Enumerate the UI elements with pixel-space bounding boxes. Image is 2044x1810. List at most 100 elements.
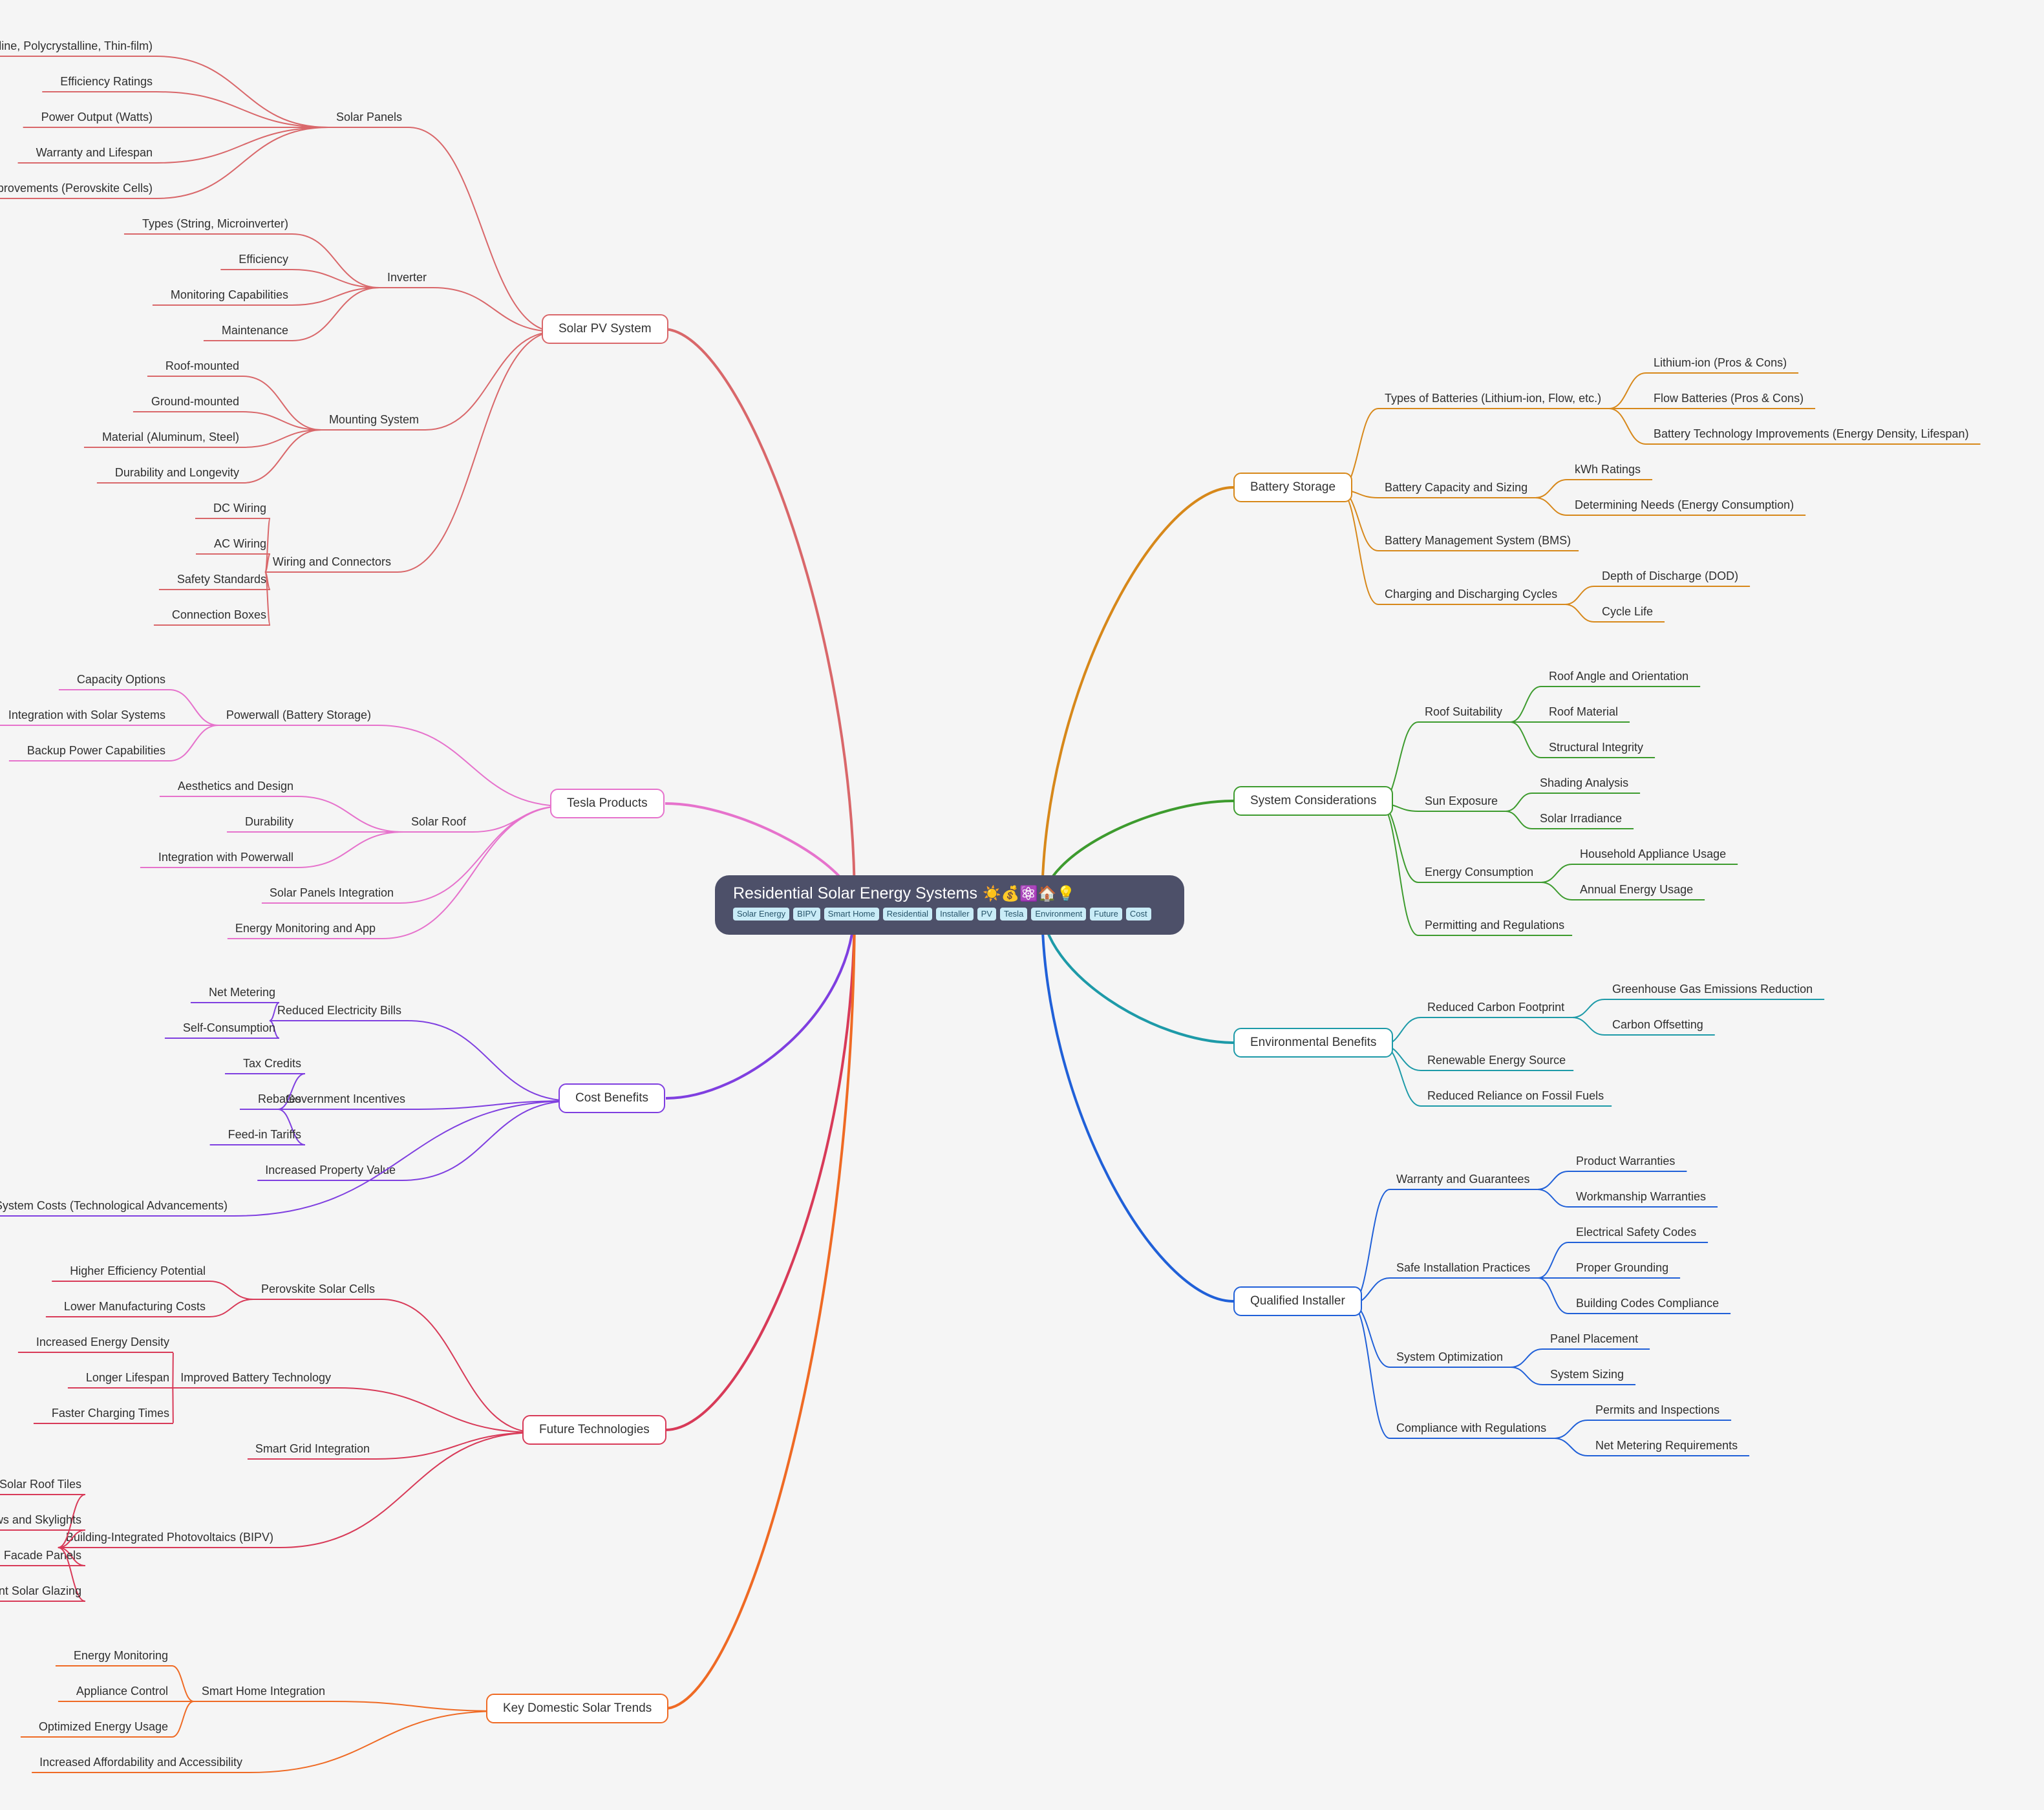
leaf-label[interactable]: Durability and Longevity bbox=[115, 466, 239, 479]
leaf-label[interactable]: Lower Manufacturing Costs bbox=[64, 1300, 206, 1313]
subtopic-label[interactable]: Reduced Carbon Footprint bbox=[1427, 1001, 1564, 1014]
subtopic-label[interactable]: Energy Consumption bbox=[1425, 866, 1533, 878]
branch-node-key-domestic-solar-trends[interactable]: Key Domestic Solar Trends bbox=[486, 1694, 669, 1723]
leaf-label[interactable]: Solar Roof Tiles bbox=[0, 1478, 81, 1491]
leaf-label[interactable]: Integration with Solar Systems bbox=[8, 708, 165, 721]
root-node[interactable]: Residential Solar Energy Systems☀️💰⚛️🏠💡 … bbox=[715, 875, 1184, 935]
leaf-label[interactable]: Types (Monocrystalline, Polycrystalline,… bbox=[0, 39, 153, 52]
subtopic-label[interactable]: Battery Capacity and Sizing bbox=[1385, 481, 1528, 494]
leaf-label[interactable]: Net Metering Requirements bbox=[1595, 1439, 1738, 1452]
branch-node-system-considerations[interactable]: System Considerations bbox=[1233, 786, 1394, 816]
leaf-label[interactable]: Faster Charging Times bbox=[52, 1407, 169, 1420]
leaf-label[interactable]: Power Output (Watts) bbox=[41, 111, 153, 123]
subtopic-label[interactable]: Renewable Energy Source bbox=[1427, 1054, 1566, 1067]
branch-node-qualified-installer[interactable]: Qualified Installer bbox=[1233, 1286, 1362, 1316]
leaf-label[interactable]: System Sizing bbox=[1550, 1368, 1624, 1381]
subtopic-label[interactable]: Solar Panels Integration bbox=[270, 886, 394, 899]
subtopic-label[interactable]: Inverter bbox=[387, 271, 427, 284]
branch-node-solar-pv-system[interactable]: Solar PV System bbox=[542, 314, 668, 344]
subtopic-label[interactable]: Government Incentives bbox=[286, 1092, 405, 1105]
leaf-label[interactable]: Building Codes Compliance bbox=[1576, 1297, 1719, 1310]
leaf-label[interactable]: Self-Consumption bbox=[183, 1021, 275, 1034]
leaf-label[interactable]: Maintenance bbox=[222, 324, 288, 337]
leaf-label[interactable]: Depth of Discharge (DOD) bbox=[1602, 570, 1738, 582]
leaf-label[interactable]: Shading Analysis bbox=[1540, 776, 1628, 789]
leaf-label[interactable]: Aesthetics and Design bbox=[178, 780, 293, 793]
leaf-label[interactable]: DC Wiring bbox=[213, 502, 266, 515]
leaf-label[interactable]: Material (Aluminum, Steel) bbox=[102, 431, 239, 443]
subtopic-label[interactable]: Smart Grid Integration bbox=[255, 1442, 370, 1455]
subtopic-label[interactable]: Compliance with Regulations bbox=[1396, 1421, 1546, 1434]
subtopic-label[interactable]: Roof Suitability bbox=[1425, 705, 1502, 718]
subtopic-label[interactable]: Permitting and Regulations bbox=[1425, 919, 1564, 932]
leaf-label[interactable]: Flow Batteries (Pros & Cons) bbox=[1654, 392, 1804, 405]
subtopic-label[interactable]: Solar Roof bbox=[411, 815, 467, 828]
leaf-label[interactable]: Efficiency bbox=[239, 253, 288, 266]
leaf-label[interactable]: Backup Power Capabilities bbox=[27, 744, 165, 757]
subtopic-label[interactable]: Decreasing System Costs (Technological A… bbox=[0, 1199, 228, 1212]
leaf-label[interactable]: Lithium-ion (Pros & Cons) bbox=[1654, 356, 1787, 369]
leaf-label[interactable]: Capacity Options bbox=[77, 673, 165, 686]
subtopic-label[interactable]: Energy Monitoring and App bbox=[235, 922, 376, 935]
leaf-label[interactable]: Feed-in Tariffs bbox=[228, 1128, 301, 1141]
leaf-label[interactable]: Household Appliance Usage bbox=[1580, 847, 1726, 860]
subtopic-label[interactable]: Improved Battery Technology bbox=[180, 1371, 331, 1384]
subtopic-label[interactable]: Charging and Discharging Cycles bbox=[1385, 588, 1557, 601]
leaf-label[interactable]: Greenhouse Gas Emissions Reduction bbox=[1612, 983, 1813, 996]
leaf-label[interactable]: Monitoring Capabilities bbox=[171, 288, 288, 301]
leaf-label[interactable]: Roof Angle and Orientation bbox=[1549, 670, 1688, 683]
subtopic-label[interactable]: Perovskite Solar Cells bbox=[261, 1283, 375, 1295]
branch-node-battery-storage[interactable]: Battery Storage bbox=[1233, 473, 1353, 502]
leaf-label[interactable]: Warranty and Lifespan bbox=[36, 146, 153, 159]
leaf-label[interactable]: Appliance Control bbox=[76, 1685, 168, 1698]
leaf-label[interactable]: Solar Windows and Skylights bbox=[0, 1513, 81, 1526]
leaf-label[interactable]: AC Wiring bbox=[214, 537, 266, 550]
leaf-label[interactable]: Battery Technology Improvements (Energy … bbox=[1654, 427, 1969, 440]
subtopic-label[interactable]: Smart Home Integration bbox=[202, 1685, 325, 1698]
leaf-label[interactable]: Optimized Energy Usage bbox=[39, 1720, 168, 1733]
leaf-label[interactable]: Types (String, Microinverter) bbox=[142, 217, 288, 230]
leaf-label[interactable]: Efficiency Ratings bbox=[60, 75, 153, 88]
leaf-label[interactable]: Tax Credits bbox=[243, 1057, 301, 1070]
subtopic-label[interactable]: Warranty and Guarantees bbox=[1396, 1173, 1529, 1186]
subtopic-label[interactable]: Sun Exposure bbox=[1425, 794, 1498, 807]
subtopic-label[interactable]: Powerwall (Battery Storage) bbox=[226, 708, 371, 721]
leaf-label[interactable]: Annual Energy Usage bbox=[1580, 883, 1693, 896]
subtopic-label[interactable]: Reduced Electricity Bills bbox=[277, 1004, 401, 1017]
leaf-label[interactable]: Facade Panels bbox=[4, 1549, 81, 1562]
leaf-label[interactable]: Panel Placement bbox=[1550, 1332, 1638, 1345]
leaf-label[interactable]: Rebates bbox=[258, 1092, 301, 1105]
branch-node-environmental-benefits[interactable]: Environmental Benefits bbox=[1233, 1028, 1394, 1058]
leaf-label[interactable]: Solar Irradiance bbox=[1540, 812, 1622, 825]
leaf-label[interactable]: Proper Grounding bbox=[1576, 1261, 1668, 1274]
leaf-label[interactable]: Cycle Life bbox=[1602, 605, 1653, 618]
leaf-label[interactable]: Roof-mounted bbox=[165, 359, 239, 372]
leaf-label[interactable]: Determining Needs (Energy Consumption) bbox=[1575, 498, 1794, 511]
leaf-label[interactable]: Semi-transparent Solar Glazing bbox=[0, 1584, 81, 1597]
leaf-label[interactable]: Permits and Inspections bbox=[1595, 1403, 1719, 1416]
subtopic-label[interactable]: Building-Integrated Photovoltaics (BIPV) bbox=[66, 1531, 273, 1544]
subtopic-label[interactable]: Solar Panels bbox=[336, 111, 402, 123]
leaf-label[interactable]: Workmanship Warranties bbox=[1576, 1190, 1706, 1203]
leaf-label[interactable]: Structural Integrity bbox=[1549, 741, 1643, 754]
leaf-label[interactable]: Ground-mounted bbox=[151, 395, 239, 408]
leaf-label[interactable]: Connection Boxes bbox=[172, 608, 266, 621]
branch-node-cost-benefits[interactable]: Cost Benefits bbox=[559, 1083, 665, 1113]
subtopic-label[interactable]: Reduced Reliance on Fossil Fuels bbox=[1427, 1089, 1604, 1102]
leaf-label[interactable]: Increased Energy Density bbox=[36, 1336, 169, 1348]
leaf-label[interactable]: Energy Monitoring bbox=[74, 1649, 168, 1662]
branch-node-future-technologies[interactable]: Future Technologies bbox=[522, 1415, 666, 1445]
leaf-label[interactable]: Net Metering bbox=[209, 986, 275, 999]
leaf-label[interactable]: Electrical Safety Codes bbox=[1576, 1226, 1696, 1239]
subtopic-label[interactable]: Types of Batteries (Lithium-ion, Flow, e… bbox=[1385, 392, 1601, 405]
subtopic-label[interactable]: Increased Affordability and Accessibilit… bbox=[39, 1756, 242, 1769]
leaf-label[interactable]: Product Warranties bbox=[1576, 1155, 1675, 1167]
subtopic-label[interactable]: Increased Property Value bbox=[265, 1164, 396, 1176]
leaf-label[interactable]: Higher Efficiency Potential bbox=[70, 1264, 206, 1277]
subtopic-label[interactable]: Mounting System bbox=[329, 413, 419, 426]
branch-node-tesla-products[interactable]: Tesla Products bbox=[550, 789, 665, 818]
subtopic-label[interactable]: Wiring and Connectors bbox=[273, 555, 391, 568]
subtopic-label[interactable]: Safe Installation Practices bbox=[1396, 1261, 1530, 1274]
leaf-label[interactable]: Durability bbox=[245, 815, 293, 828]
subtopic-label[interactable]: Battery Management System (BMS) bbox=[1385, 534, 1571, 547]
